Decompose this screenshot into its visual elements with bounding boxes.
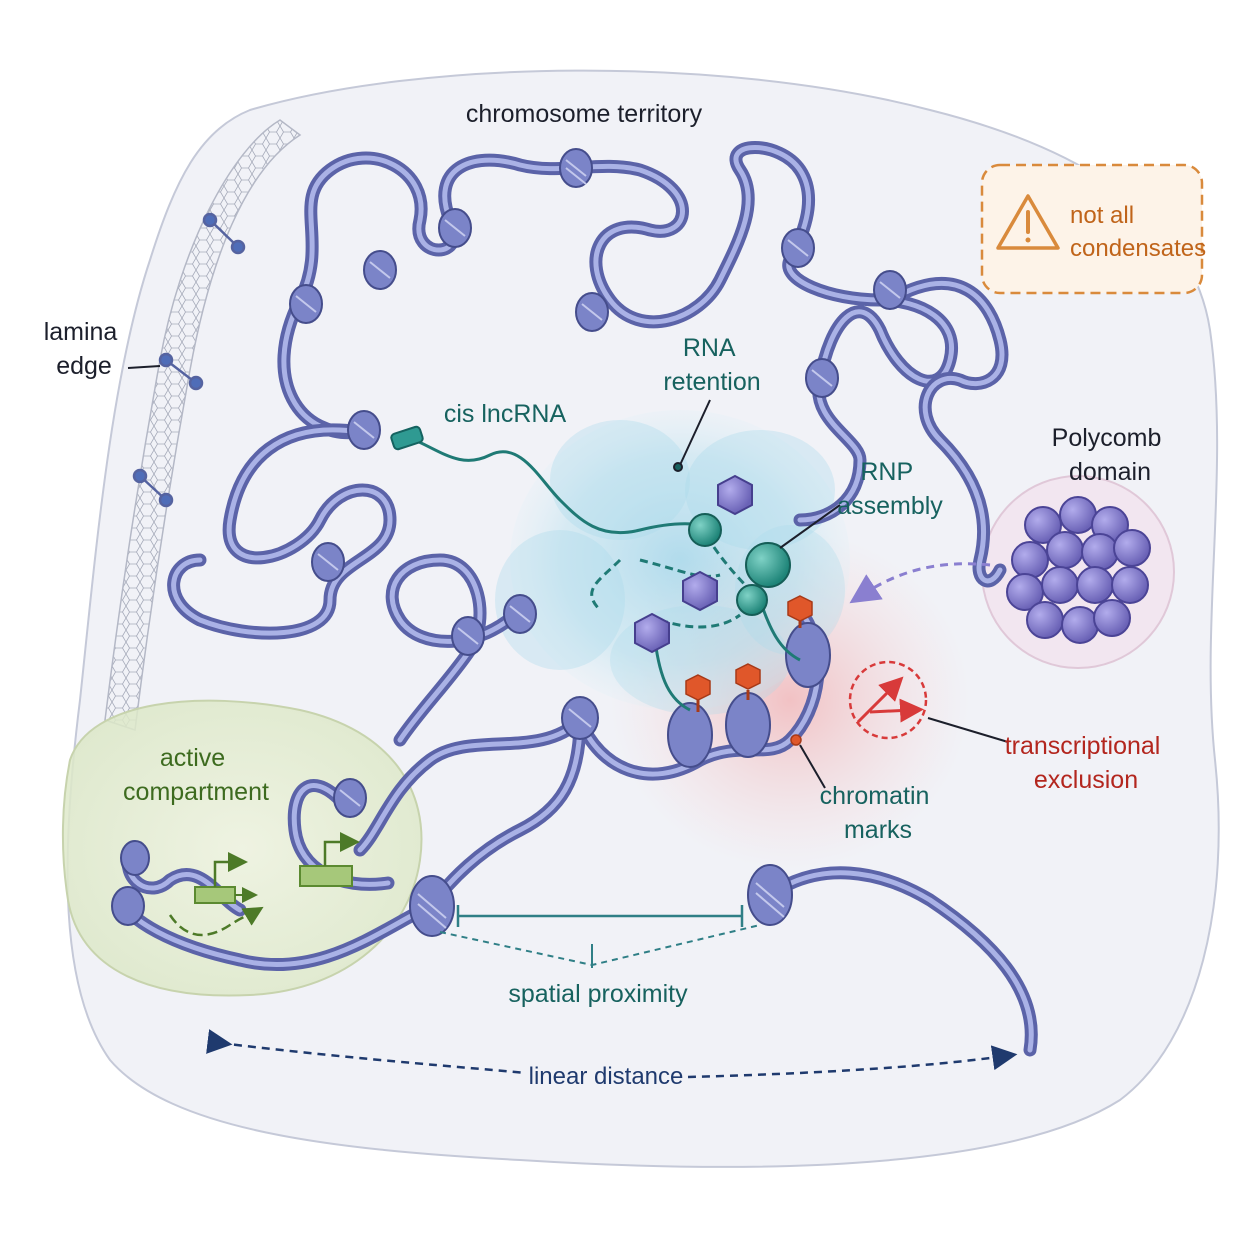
chromosome-territory-label: chromosome territory	[466, 100, 703, 128]
nucleosome	[873, 270, 907, 310]
spatial-proximity-bracket	[439, 905, 761, 968]
polycomb-cluster	[1006, 496, 1151, 644]
leader-lines	[127, 365, 841, 789]
warning-callout	[980, 163, 1204, 295]
nucleosome	[409, 875, 455, 937]
transcriptional-exclusion-label: transcriptional exclusion	[1005, 732, 1168, 794]
linear-distance-arrow	[206, 1029, 1018, 1079]
cis-lncrna-label: cis lncRNA	[444, 400, 567, 428]
nucleosome	[289, 284, 323, 324]
marked-nucleosomes	[667, 622, 831, 768]
linear-distance-label: linear distance	[529, 1063, 684, 1090]
rnp-assembly-label: RNP assembly	[837, 458, 943, 520]
polycomb-spread-arrow	[849, 562, 991, 604]
nucleosome	[503, 594, 537, 634]
chromatin-marks-label: chromatin marks	[820, 782, 937, 844]
lamina-edge-label: lamina edge	[44, 318, 125, 380]
polycomb-domain-label: Polycomb domain	[1052, 424, 1169, 486]
nucleosome	[451, 616, 485, 656]
lncrna-tag	[390, 425, 424, 451]
nucleosome	[333, 778, 367, 818]
nucleosome	[347, 410, 381, 450]
nucleosome	[805, 358, 839, 398]
condensate-proteins	[634, 474, 791, 654]
active-compartment-label: active compartment	[123, 744, 269, 806]
nucleosome	[781, 228, 815, 268]
chromatin-fiber	[113, 141, 1038, 1057]
lamina-tethers	[132, 212, 246, 508]
nucleosome	[311, 542, 345, 582]
nucleosome	[363, 250, 397, 290]
nucleosomes	[111, 148, 907, 937]
chromatin-marks	[685, 595, 813, 746]
nucleosome	[747, 864, 793, 926]
nucleosome	[438, 208, 472, 248]
nucleosome	[561, 696, 599, 740]
nucleosome	[575, 292, 609, 332]
spatial-proximity-label: spatial proximity	[508, 980, 688, 1008]
rna-retention-label: RNA retention	[663, 334, 760, 396]
nucleosome	[120, 840, 150, 876]
exclusion-leader	[927, 717, 1009, 743]
active-genes	[168, 832, 360, 937]
nucleosome	[559, 148, 593, 188]
blocked-arrow-icon	[848, 660, 928, 740]
not-all-condensates-label: not all condensates	[1070, 202, 1206, 262]
warning-triangle-icon	[996, 194, 1060, 250]
nucleosome	[111, 886, 145, 926]
